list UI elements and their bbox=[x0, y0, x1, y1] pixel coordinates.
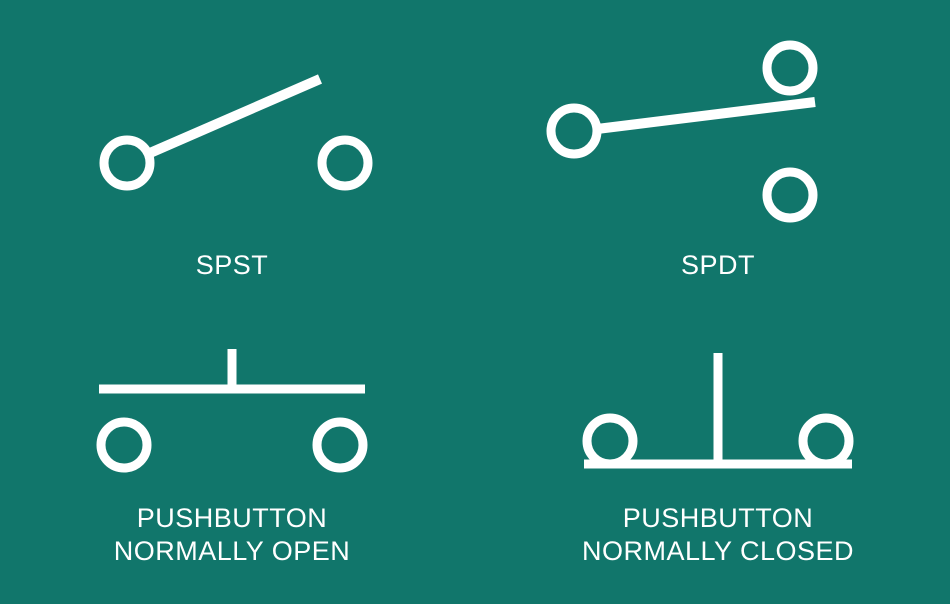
pbnc-left-terminal bbox=[582, 413, 638, 469]
spdt-upper-terminal bbox=[762, 40, 818, 96]
pbnc-label-line-1: PUSHBUTTON bbox=[622, 503, 814, 533]
spdt-label: SPDT bbox=[618, 249, 818, 282]
spst-symbol bbox=[99, 74, 373, 191]
spst-left-terminal bbox=[99, 135, 155, 191]
spdt-label-line: SPDT bbox=[680, 250, 755, 280]
pbno-label-line-1: PUSHBUTTON bbox=[136, 503, 328, 533]
pbnc-label-line-2: NORMALLY CLOSED bbox=[581, 536, 855, 566]
spdt-switch-arm bbox=[596, 97, 816, 134]
spst-right-terminal bbox=[317, 135, 373, 191]
pbnc-right-terminal bbox=[798, 413, 854, 469]
pushbutton-nc-symbol bbox=[582, 353, 854, 469]
spdt-lower-terminal bbox=[762, 167, 818, 223]
pbno-right-terminal bbox=[312, 417, 368, 473]
spst-label-line: SPST bbox=[195, 250, 269, 280]
pbno-left-terminal bbox=[96, 417, 152, 473]
spst-switch-arm bbox=[148, 74, 322, 158]
pushbutton-no-symbol bbox=[96, 349, 368, 473]
pbno-label-line-2: NORMALLY OPEN bbox=[113, 536, 351, 566]
spst-label: SPST bbox=[132, 249, 332, 282]
spdt-symbol bbox=[546, 40, 818, 223]
spdt-common-terminal bbox=[546, 103, 602, 159]
pushbutton-nc-label: PUSHBUTTON NORMALLY CLOSED bbox=[568, 502, 868, 568]
pushbutton-no-label: PUSHBUTTON NORMALLY OPEN bbox=[82, 502, 382, 568]
